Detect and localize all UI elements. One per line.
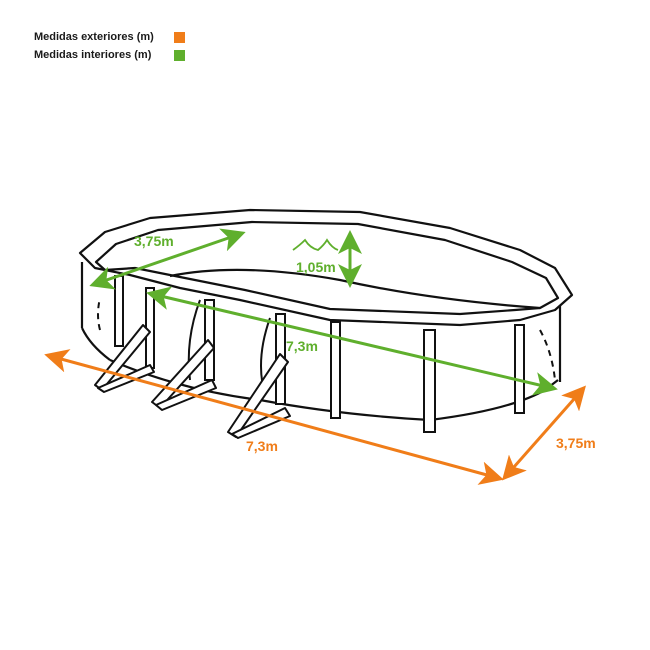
pool-supports	[94, 324, 291, 439]
legend-swatch-exterior	[174, 31, 185, 43]
legend-label-exterior: Medidas exteriores (m)	[34, 31, 154, 43]
water-wave-icon	[292, 238, 339, 251]
legend-swatch-interior	[174, 49, 185, 61]
legend-label-interior: Medidas interiores (m)	[34, 49, 152, 61]
legend-item-exterior: Medidas exteriores (m)	[34, 28, 185, 46]
interior-width-label: 3,75m	[134, 233, 174, 249]
exterior-dimensions: 7,3m 3,75m	[44, 349, 596, 485]
exterior-length-label: 7,3m	[246, 438, 278, 454]
interior-length-label: 7,3m	[286, 338, 318, 354]
interior-depth-label: 1,05m	[296, 259, 336, 275]
exterior-width-arrow	[502, 385, 586, 481]
legend: Medidas exteriores (m) Medidas interiore…	[34, 28, 185, 64]
interior-width-arrow	[89, 228, 246, 290]
exterior-length-arrow	[44, 349, 504, 485]
exterior-width-label: 3,75m	[556, 435, 596, 451]
legend-item-interior: Medidas interiores (m)	[34, 46, 185, 64]
